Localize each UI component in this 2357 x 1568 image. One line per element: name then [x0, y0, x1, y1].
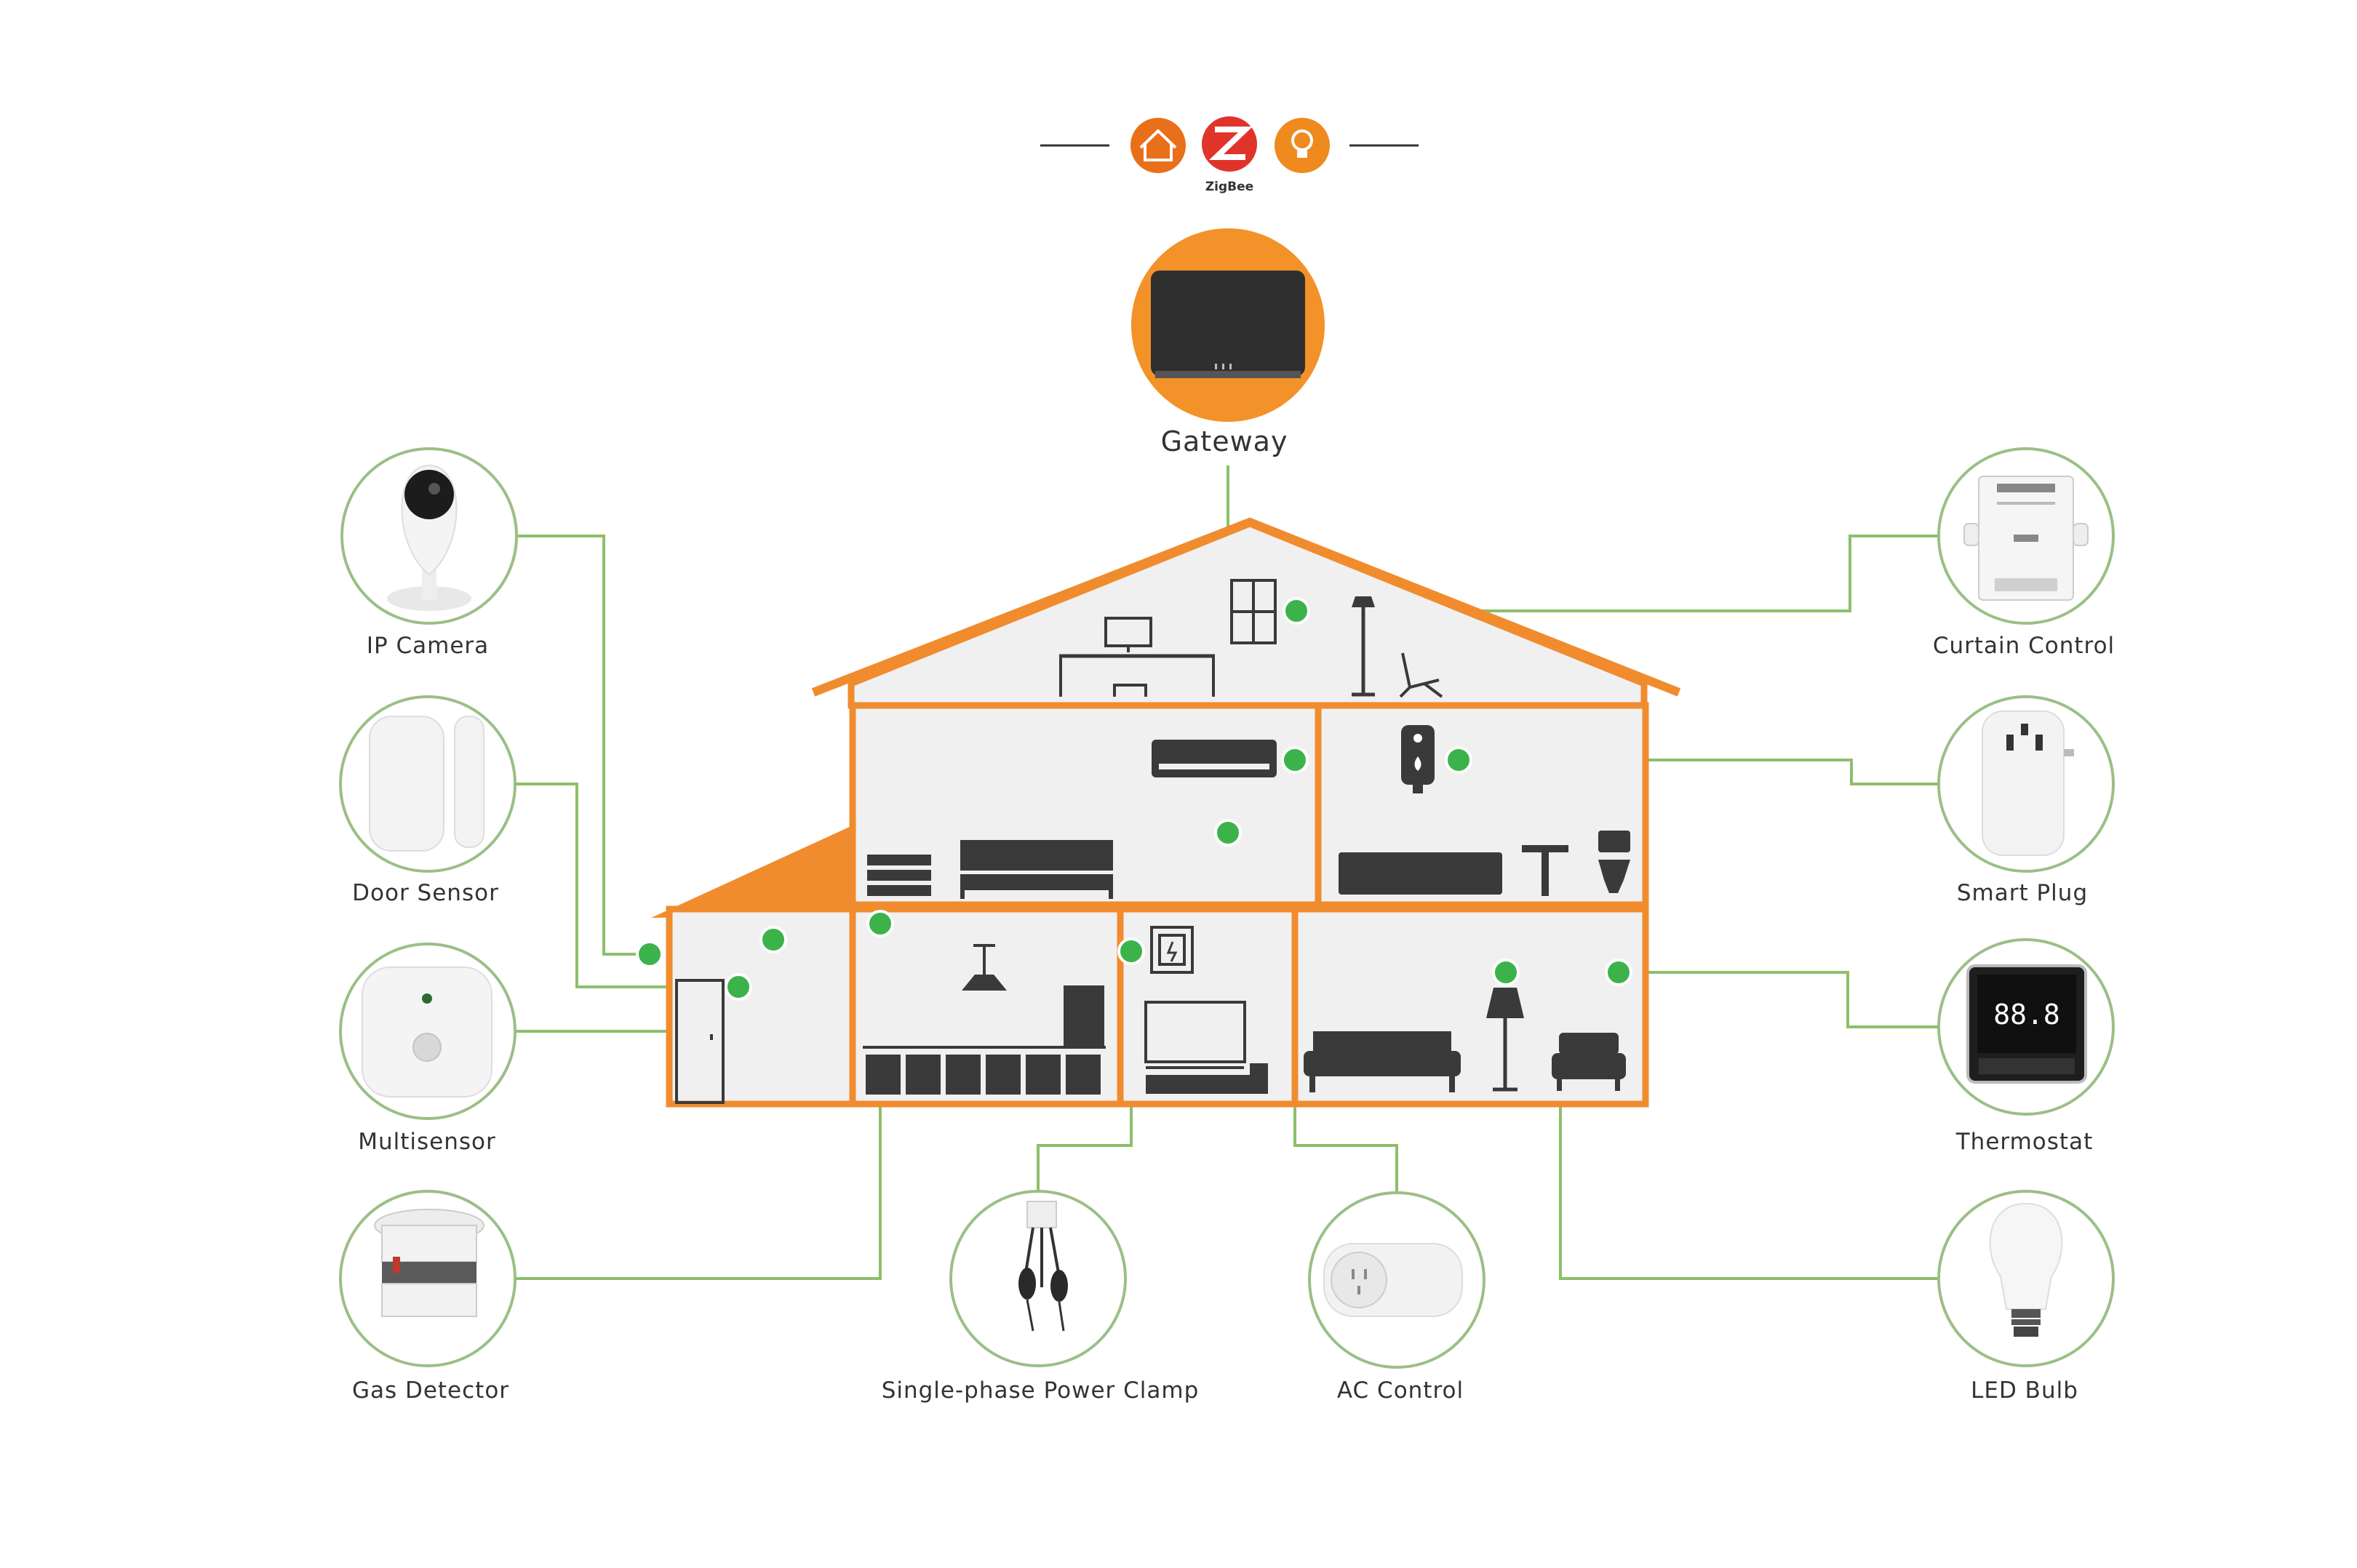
device-door-sensor: Door Sensor	[339, 695, 517, 906]
armchair	[1552, 1033, 1626, 1091]
roof-line	[811, 517, 1681, 697]
device-ac-control: AC Control	[1308, 1191, 1485, 1404]
node-camera	[636, 940, 663, 968]
multisensor-icon	[362, 967, 492, 1097]
thermostat-icon: 88.8	[1966, 964, 2087, 1084]
wire-door-sensor	[515, 783, 738, 988]
sideboard	[863, 1046, 1106, 1095]
window-furniture	[1230, 579, 1277, 644]
device-power-clamp: Single-phase Power Clamp	[882, 1190, 1200, 1404]
power-clamp-icon	[1018, 1201, 1068, 1332]
lounge-chair	[1399, 652, 1443, 698]
device-ip-camera: IP Camera	[340, 447, 518, 659]
door-sensor-icon	[369, 716, 484, 852]
curtain-control-icon	[1963, 476, 2089, 601]
thermostat-label: Thermostat	[1955, 1129, 2093, 1155]
toilet	[1598, 831, 1630, 893]
node-clamp	[1117, 937, 1145, 965]
camera-icon	[387, 464, 471, 611]
gateway-device-icon	[1151, 271, 1305, 378]
led-bulb-icon	[1989, 1202, 2063, 1337]
thermostat-display: 88.8	[1993, 999, 2060, 1031]
shelf-upper	[867, 855, 931, 896]
house	[651, 517, 1681, 1108]
node-gateway	[1214, 819, 1242, 847]
light-bulb-icon	[1275, 118, 1330, 173]
table-lamp	[1486, 988, 1524, 1092]
wire-curtain-control	[1296, 535, 1939, 612]
water-heater	[1401, 725, 1435, 793]
ac-control-icon	[1323, 1243, 1463, 1317]
node-multisensor	[759, 926, 787, 953]
gas-detector-icon	[374, 1209, 484, 1317]
wire-ip-camera	[517, 535, 650, 956]
pendant-lamp	[962, 944, 1007, 991]
header-logos: ZigBee	[1040, 116, 1419, 194]
power-clamp-label: Single-phase Power Clamp	[882, 1377, 1200, 1404]
curtain-control-label: Curtain Control	[1933, 633, 2115, 659]
television	[1144, 1001, 1268, 1094]
tall-cabinet	[1064, 985, 1104, 1048]
device-smart-plug: Smart Plug	[1937, 695, 2115, 906]
zigbee-badge-text: ZigBee	[1205, 180, 1253, 194]
kitchen-counter	[1339, 852, 1502, 895]
ac-control-label: AC Control	[1337, 1377, 1464, 1404]
node-ac	[1281, 746, 1309, 774]
side-table	[1522, 845, 1568, 896]
node-curtain	[1283, 597, 1310, 625]
node-gas	[866, 910, 894, 937]
sensor-nodes	[636, 597, 1632, 1001]
gas-detector-label: Gas Detector	[352, 1377, 509, 1404]
device-circle	[949, 1190, 1127, 1367]
device-curtain-control: Curtain Control	[1933, 447, 2115, 659]
desk-furniture	[1059, 617, 1215, 697]
annex-roof	[651, 825, 853, 918]
node-door	[725, 973, 752, 1001]
electric-meter	[1150, 926, 1194, 974]
sofa-upper	[960, 840, 1113, 899]
node-thermostat	[1605, 959, 1632, 986]
wire-smart-plug	[1459, 759, 1939, 785]
floor-lamp	[1352, 596, 1375, 697]
multisensor-label: Multisensor	[358, 1129, 496, 1155]
node-bulb	[1492, 959, 1520, 986]
door-sensor-label: Door Sensor	[352, 880, 499, 906]
gateway-label: Gateway	[1161, 425, 1288, 457]
air-conditioner	[1152, 740, 1277, 777]
zigbee-logo: ZigBee	[1202, 116, 1257, 194]
smart-plug-icon	[1982, 711, 2074, 856]
node-plug	[1445, 746, 1472, 774]
gateway: Gateway	[1131, 228, 1325, 457]
ip-camera-label: IP Camera	[367, 633, 489, 659]
device-multisensor: Multisensor	[339, 943, 517, 1155]
attic-room	[848, 520, 1648, 709]
device-gas-detector: Gas Detector	[339, 1190, 517, 1404]
sofa-lower	[1304, 1031, 1461, 1092]
led-bulb-label: LED Bulb	[1971, 1377, 2078, 1404]
device-led-bulb: LED Bulb	[1937, 1190, 2115, 1404]
device-thermostat: 88.8 Thermostat	[1937, 938, 2115, 1155]
entrance-door	[675, 979, 725, 1104]
wire-thermostat	[1619, 971, 1939, 1028]
home-icon	[1130, 118, 1186, 173]
smart-plug-label: Smart Plug	[1957, 880, 2088, 906]
